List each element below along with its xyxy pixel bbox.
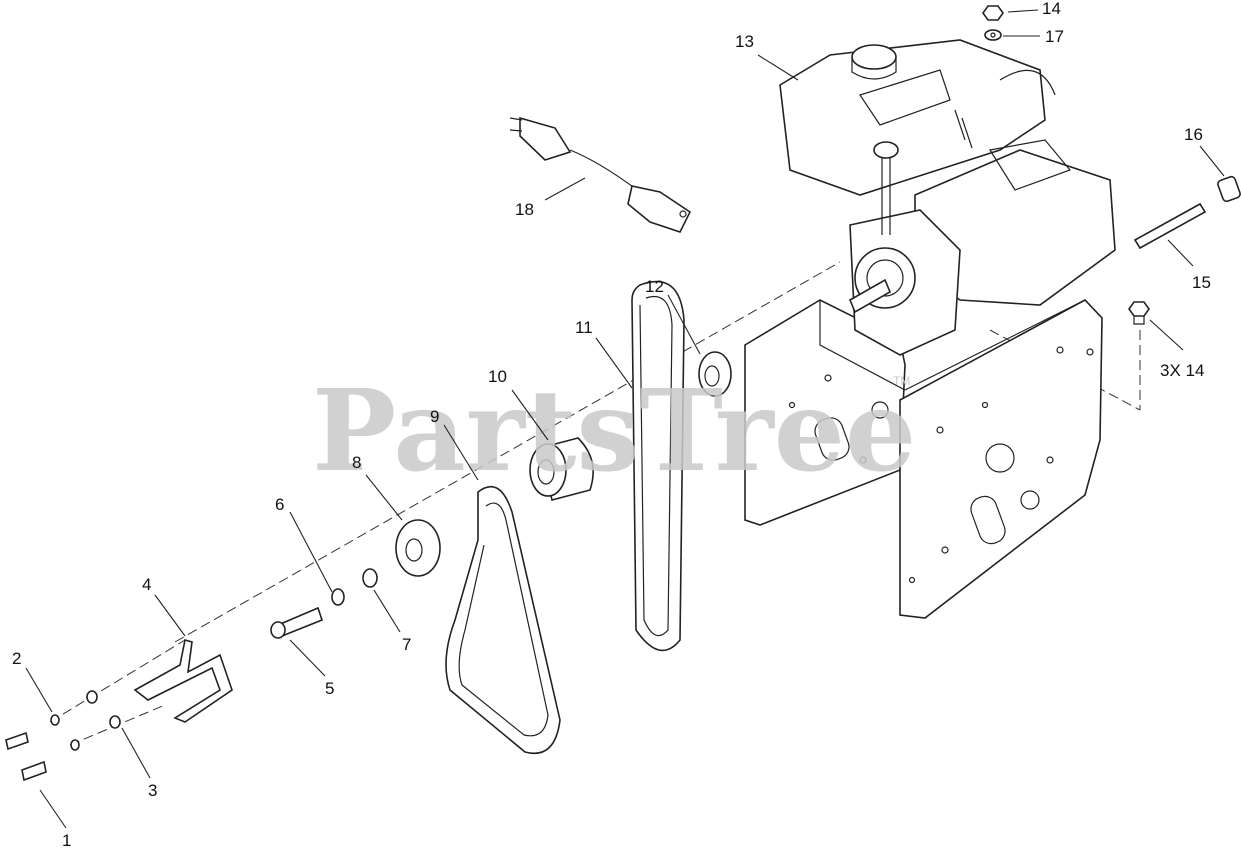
callout-16: 16 [1184,125,1203,144]
fasteners-top [982,5,1150,325]
watermark: PartsTree TM [312,366,916,497]
callout-15: 15 [1192,273,1211,292]
callout-17: 17 [1045,27,1064,46]
callout-7: 7 [402,635,411,654]
callout-3: 3 [148,781,157,800]
belt-9 [445,486,561,755]
pulley-8 [395,519,441,577]
callout-6: 6 [275,495,284,514]
callout-1: 1 [62,831,71,850]
engine [779,39,1116,356]
callout-3x14: 3X 14 [1160,361,1204,380]
pulley-10 [529,437,594,501]
callout-13: 13 [735,32,754,51]
leader-lines [25,9,1225,829]
spacer-and-cap [1133,175,1241,250]
belt-11 [631,280,685,652]
callout-9: 9 [430,407,439,426]
watermark-trademark: TM [893,374,910,388]
callout-12: 12 [645,277,664,296]
small-parts [270,568,378,639]
callout-14: 14 [1042,0,1061,18]
extension-cord [509,116,692,233]
callout-5: 5 [325,679,334,698]
watermark-brand: PartsTree [312,366,916,497]
fasteners-left [5,690,121,782]
callout-2: 2 [12,649,21,668]
callouts: 1 2 3 4 5 6 7 8 9 10 11 12 13 14 17 16 1… [12,0,1211,850]
callout-8: 8 [352,453,361,472]
frame-housing [744,299,1103,619]
callout-10: 10 [488,367,507,386]
callout-18: 18 [515,200,534,219]
pulley-12 [698,351,732,397]
bracket-4 [133,638,233,723]
callout-4: 4 [142,575,151,594]
callout-11: 11 [575,318,593,337]
